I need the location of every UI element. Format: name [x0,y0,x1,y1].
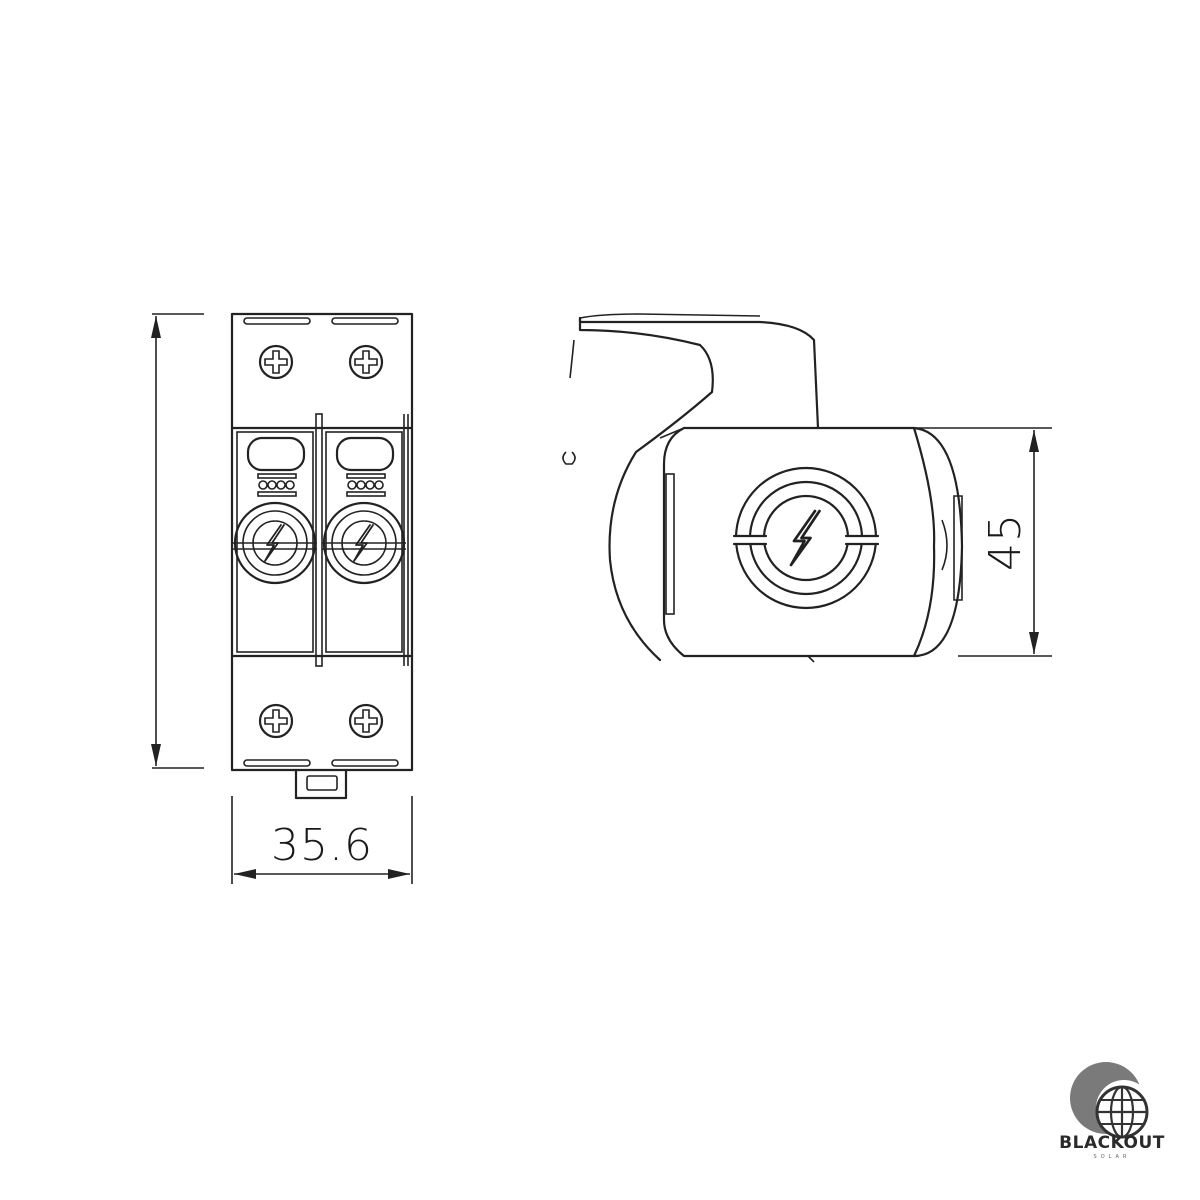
depth-dimension: 45 [914,427,1052,657]
front-body-outline [230,312,414,772]
depth-label: 45 [980,513,1031,571]
bottom-slot-left [243,759,311,767]
screw-head-icon [348,344,384,380]
module-separator [315,413,323,667]
side-view [562,313,964,663]
logo-tagline: SOLAR [1094,1154,1131,1160]
status-marks-left [257,473,297,497]
top-slot-left [243,317,311,325]
width-label: 35.6 [271,820,373,871]
width-dimension: 35.6 [231,796,413,884]
bottom-slot-right [331,759,399,767]
module-left [236,431,314,653]
height-dimension [151,313,204,769]
status-marks-right [346,473,386,497]
globe-icon [1095,1085,1149,1139]
screw-head-icon [258,703,294,739]
screw-head-icon [348,703,384,739]
top-slot-right [331,317,399,325]
din-clip [294,768,348,800]
screw-head-icon [258,344,294,380]
front-view [230,312,414,800]
logo-text: BLACKOUT [1059,1133,1165,1153]
lightning-circle-icon [322,501,406,585]
housing-profile-front [578,316,714,662]
brand-logo: BLACKOUT SOLAR [1059,1062,1165,1160]
lightning-circle-icon [233,501,317,585]
housing-profile-top [578,316,820,430]
module-right [325,431,403,653]
module-block-side [662,426,936,658]
side-latch [665,473,675,615]
indicator-window-right [335,436,395,472]
lightning-circle-icon [732,466,880,610]
indicator-window-left [246,436,306,472]
